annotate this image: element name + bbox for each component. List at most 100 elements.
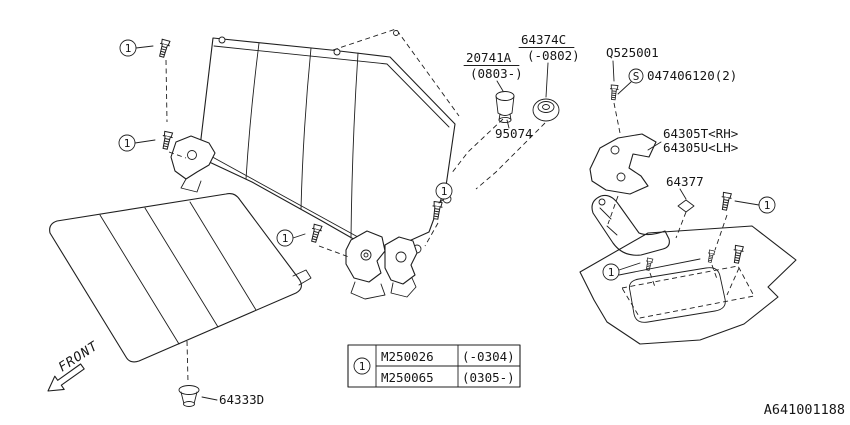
- callout-number: 1: [125, 42, 132, 55]
- table-callout-number: 1: [359, 360, 366, 373]
- seat-back-outline: [199, 37, 456, 250]
- part-label-64374c-range: (-0802): [527, 48, 580, 63]
- callout-leader: [618, 262, 641, 271]
- center-hinge-brackets: [345, 230, 418, 300]
- assembly-line: [649, 272, 656, 288]
- spacer-side-right: [511, 95, 515, 114]
- cushion-outline: [49, 193, 302, 363]
- spacer-top: [495, 91, 515, 101]
- table-cell-range-row1: (-0304): [462, 349, 515, 364]
- hinge-pivot-right: [395, 251, 407, 263]
- callout-1-top-left: 1: [119, 39, 154, 57]
- spacer-foot: [498, 116, 512, 124]
- bolt-icon-bracket-top: [719, 191, 733, 212]
- assembly-lines: [165, 59, 740, 383]
- bracket64305-outline: [589, 133, 657, 195]
- part-label-q525001: Q525001: [606, 45, 659, 60]
- grommet64374-inner: [542, 104, 550, 110]
- part-label-20741a-range: (0803-): [470, 66, 523, 81]
- callout-1-mid-left: 1: [118, 134, 156, 152]
- mount-boss-mid: [333, 48, 341, 56]
- bolt-icon-panel-right: [705, 249, 716, 264]
- cushion-seam-3: [189, 201, 257, 311]
- bracket64305-hole-bottom: [616, 172, 626, 182]
- bolt-icon-mid-left: [159, 130, 175, 151]
- bracket64377-hole: [598, 198, 606, 206]
- table-cell-part-row1: M250026: [381, 349, 434, 364]
- assembly-line: [168, 151, 187, 159]
- hinge-foot-left: [350, 281, 386, 300]
- seat-cushion: [49, 193, 312, 363]
- hinge-foot-right: [390, 277, 417, 298]
- marker-diamond-64377: [677, 199, 695, 213]
- bracket-64377: [591, 194, 695, 256]
- bracket64377-outline: [591, 194, 670, 256]
- table-callout-circle: [353, 357, 371, 375]
- floor-panel-mount-outline: [621, 265, 755, 319]
- bracket-outline: [170, 135, 216, 180]
- part-label-95074: 95074: [495, 126, 533, 141]
- floor-panel: [579, 225, 797, 345]
- spacer-20741a: [495, 91, 515, 124]
- assembly-line: [726, 267, 740, 296]
- bracket-foot: [180, 178, 202, 193]
- callout-leader: [618, 258, 701, 276]
- label-leader: [201, 396, 218, 401]
- callout-number: 1: [764, 199, 771, 212]
- assembly-line: [424, 222, 439, 247]
- table-cell-range-row2: (0305-): [462, 370, 515, 385]
- callout-leader: [734, 200, 760, 206]
- spacer-side-left: [495, 95, 499, 114]
- drawing-number: A641001188: [764, 402, 845, 418]
- label-leader: [496, 80, 504, 92]
- table-cell-part-row2: M250065: [381, 370, 434, 385]
- mount-boss-rear: [393, 30, 399, 36]
- callout-circle: [602, 263, 620, 281]
- hinge-pivot-left: [360, 249, 372, 261]
- seat-back-hidden-edge: [332, 28, 460, 117]
- label-leader: [647, 141, 662, 151]
- bracket-hole: [187, 150, 197, 160]
- part-label-64333d: 64333D: [219, 392, 264, 407]
- part-label-64305t: 64305T<RH>: [663, 126, 738, 141]
- callout-number: 1: [282, 232, 289, 245]
- front-arrow: [47, 363, 85, 392]
- floor-panel-outline: [579, 225, 797, 345]
- grommet-side-right: [193, 391, 198, 405]
- callout-1-seatback-right: 1: [435, 182, 453, 204]
- part-label-20741a: 20741A: [466, 50, 512, 65]
- seat-back: [199, 28, 460, 254]
- cushion-seam-1: [99, 214, 180, 345]
- grommet-flange: [178, 385, 200, 395]
- part-label-64305u: 64305U<LH>: [663, 140, 738, 155]
- assembly-line: [318, 245, 350, 258]
- grommet-base: [183, 401, 195, 407]
- part-labels: 20741A (0803-) 64374C (-0802) Q525001 S …: [201, 32, 738, 407]
- left-hinge-bracket: [170, 135, 216, 193]
- callout-leader: [135, 45, 154, 49]
- callout-number: 1: [124, 137, 131, 150]
- callout-number: 1: [608, 266, 615, 279]
- callout-leader: [134, 139, 156, 144]
- label-leader: [506, 119, 510, 129]
- seat-back-seam-2: [300, 47, 312, 210]
- grommet64374-mid: [537, 101, 555, 113]
- callouts: 1 1 1 1 1 1: [118, 39, 776, 281]
- bolt-icon-bracket-lower: [731, 244, 745, 265]
- assembly-line: [165, 59, 168, 123]
- assembly-line: [613, 102, 621, 134]
- bracket64305-hole-top: [610, 145, 620, 155]
- part-label-64377: 64377: [666, 174, 704, 189]
- seat-back-seam-3: [350, 52, 359, 239]
- reference-table: 1 M250026 (-0304) M250065 (0305-): [347, 344, 521, 388]
- callout-leader: [438, 198, 445, 204]
- label-leader: [617, 81, 632, 95]
- floor-panel-opening: [628, 267, 726, 323]
- grommet-64374c: [532, 98, 560, 122]
- cushion-corner-tab: [292, 269, 312, 286]
- seat-back-top-inner-line: [213, 45, 450, 128]
- callout-leader: [292, 233, 306, 239]
- standard-part-symbol: S: [633, 70, 640, 83]
